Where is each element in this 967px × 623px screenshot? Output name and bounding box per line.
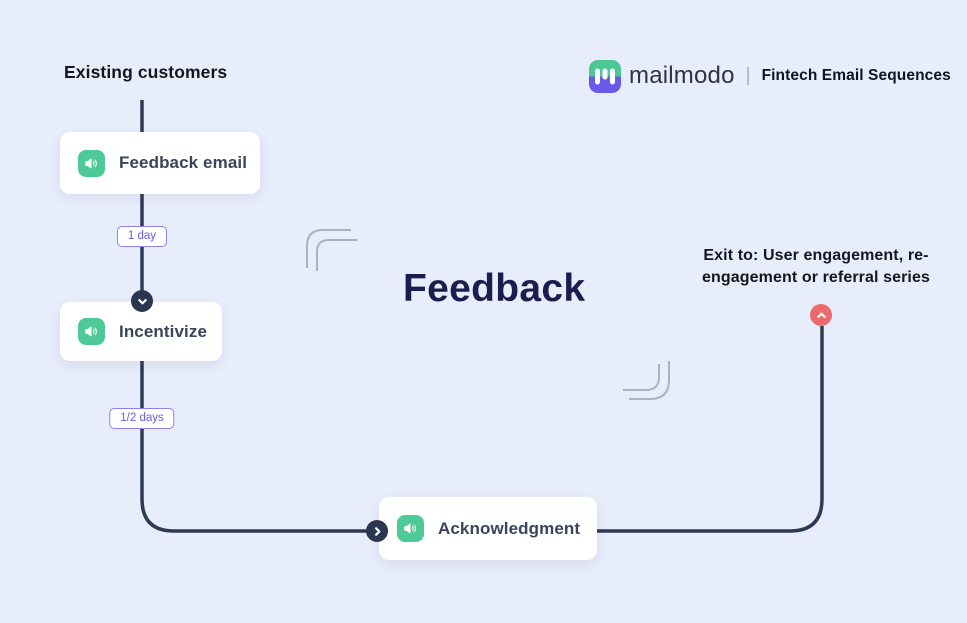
megaphone-icon [78,318,105,345]
node-label: Feedback email [119,153,248,172]
megaphone-icon [78,149,105,177]
node-label: Acknowledgment [438,518,581,538]
exit-label: Exit to: User engagement, re-engagement … [702,247,930,287]
header-divider-icon: | [745,65,751,86]
decor-corner-bottom-right [623,361,670,400]
delay-badge: 1 day [116,226,168,247]
chevron-down-icon [131,290,153,312]
decor-corner-top-left [306,229,357,271]
chevron-up-icon [810,304,832,326]
sequence-collection-label: Fintech Email Sequences [761,67,951,84]
node-label: Incentivize [119,321,208,341]
mailmodo-logo-icon [589,59,621,93]
flow-node-feedback-email: Feedback email [60,132,260,194]
entry-point-label: Existing customers [64,62,228,82]
chevron-right-icon [366,520,388,542]
brand-name: mailmodo [629,62,735,89]
flow-node-acknowledgment: Acknowledgment [379,497,597,560]
megaphone-icon [397,515,424,542]
flow-title: Feedback [403,267,586,310]
brand-header: mailmodo | Fintech Email Sequences [589,58,951,94]
delay-badge: 1/2 days [109,408,175,429]
